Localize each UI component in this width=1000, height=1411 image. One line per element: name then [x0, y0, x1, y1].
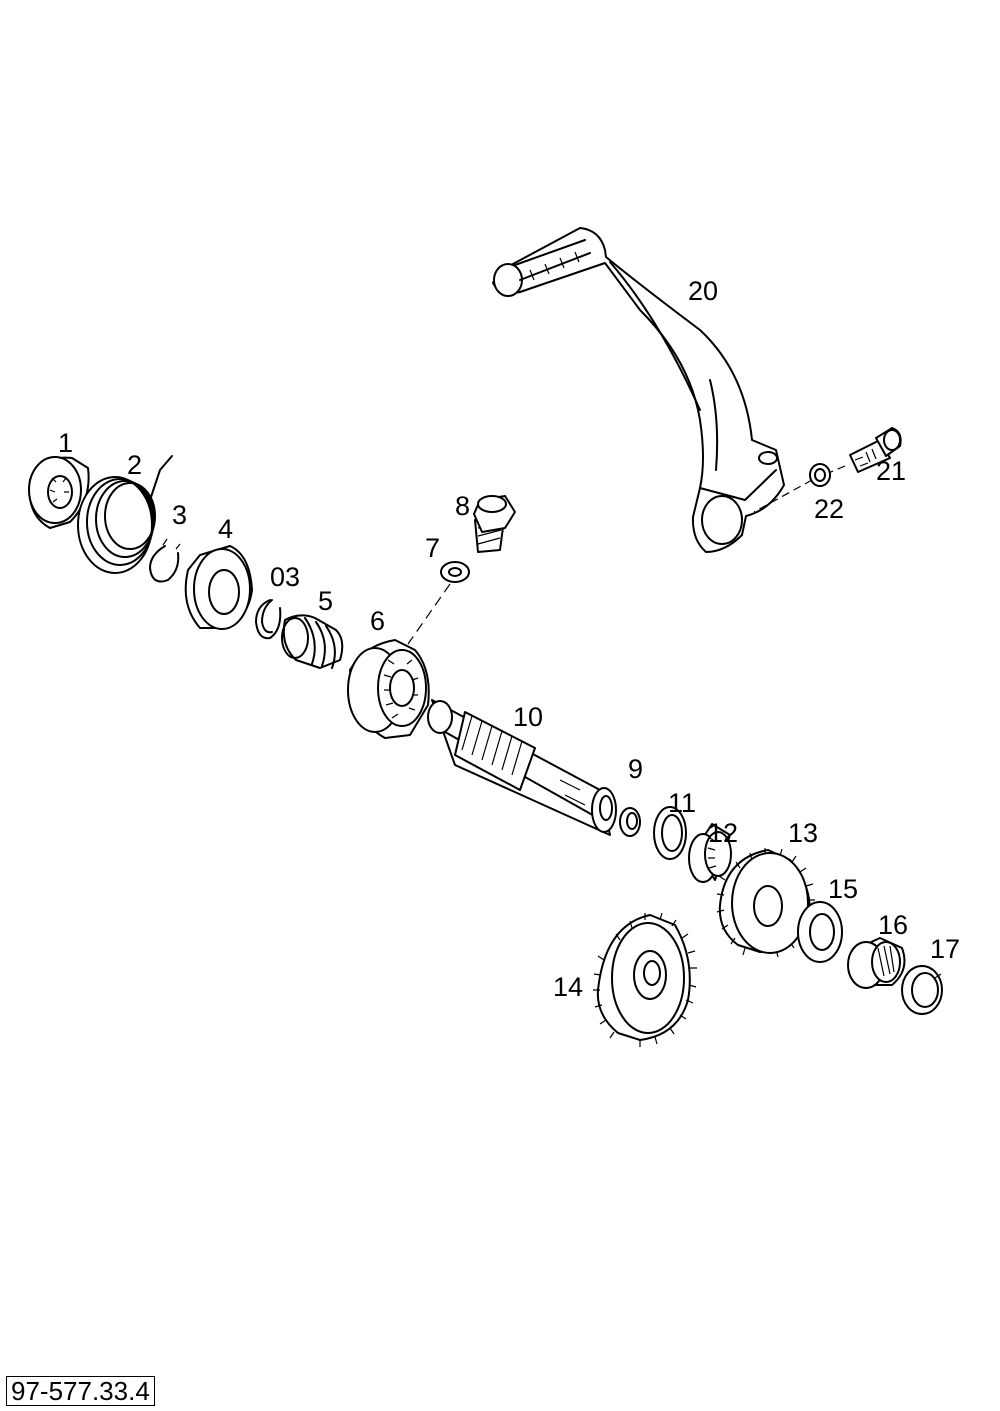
part-16-bearing[interactable] [847, 937, 906, 989]
part-8-bolt[interactable] [473, 495, 516, 553]
part-15-washer[interactable] [797, 901, 843, 963]
label-8: 8 [455, 491, 470, 521]
part-7-washer[interactable] [440, 561, 470, 583]
part-10-kickstarter-shaft[interactable] [427, 699, 617, 836]
part-20-kickstarter-lever[interactable] [492, 227, 785, 553]
label-20: 20 [688, 276, 718, 306]
label-16: 16 [878, 910, 908, 940]
part-9-ring[interactable] [619, 807, 641, 837]
label-12: 12 [708, 818, 738, 848]
label-2: 2 [127, 450, 142, 480]
label-1: 1 [58, 428, 73, 458]
reference-number: 97-577.33.4 [6, 1376, 155, 1406]
label-15: 15 [828, 874, 858, 904]
label-03: 03 [270, 562, 300, 592]
part-4-washer[interactable] [184, 545, 253, 630]
part-13-idler-gear[interactable] [716, 848, 815, 958]
part-14-gear[interactable] [593, 912, 697, 1047]
label-9: 9 [628, 754, 643, 784]
part-03-ring[interactable] [255, 599, 282, 640]
part-12-needle-bearing[interactable] [688, 823, 732, 883]
part-3-circlip[interactable] [149, 538, 181, 583]
part-2-spring[interactable] [77, 455, 173, 574]
label-10: 10 [513, 702, 543, 732]
label-11: 11 [668, 788, 696, 818]
part-17-seal-ring[interactable] [901, 965, 943, 1015]
part-22-washer[interactable] [809, 463, 831, 487]
label-17: 17 [930, 934, 960, 964]
label-3: 3 [172, 500, 187, 530]
leader-22 [753, 479, 813, 513]
part-21-bolt[interactable] [849, 427, 902, 473]
label-5: 5 [318, 586, 333, 616]
part-6-kickstarter-gear[interactable] [347, 639, 430, 739]
label-6: 6 [370, 606, 385, 636]
part-1-driver[interactable] [28, 456, 90, 529]
label-7: 7 [425, 533, 440, 563]
label-4: 4 [218, 514, 233, 544]
part-11-washer[interactable] [653, 806, 687, 860]
label-21: 21 [876, 456, 906, 486]
part-5-spring[interactable] [281, 614, 344, 669]
leader-7-8 [407, 583, 451, 645]
label-14: 14 [553, 972, 583, 1002]
label-22: 22 [814, 494, 844, 524]
label-13: 13 [788, 818, 818, 848]
